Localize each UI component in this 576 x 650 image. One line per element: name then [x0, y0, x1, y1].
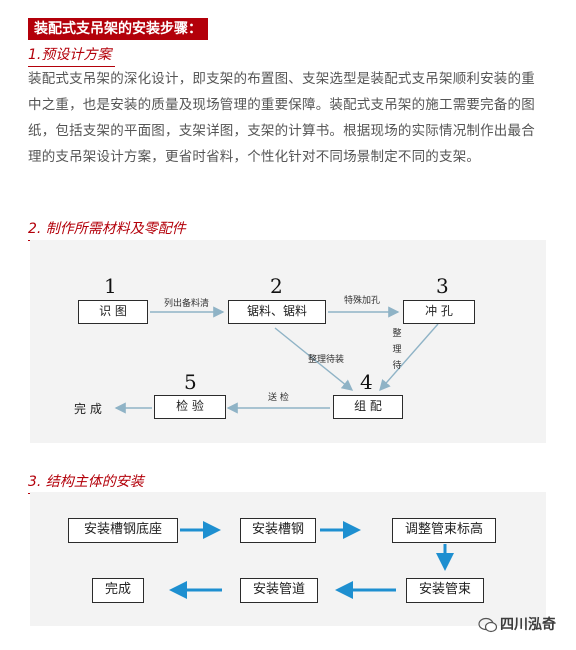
install-step-bundle: 安装管束	[406, 578, 484, 603]
edge-label-1-2: 列出备料清	[164, 299, 210, 309]
edge-label-2-4: 整理待装	[308, 355, 345, 365]
step-label-4: 组 配	[354, 399, 382, 413]
end-label: 完 成	[74, 402, 102, 416]
section-1-paragraph: 装配式支吊架的深化设计，即支架的布置图、支架选型是装配式支吊架顺利安装的重中之重…	[28, 71, 535, 165]
install-step-done-label: 完成	[104, 582, 131, 597]
section-1-title: 1.预设计方案	[28, 44, 116, 67]
install-step-done: 完成	[92, 578, 144, 603]
step-number-3: 3	[436, 274, 449, 298]
watermark-text: 四川泓奇	[500, 617, 556, 633]
step-label-5: 检 验	[176, 399, 204, 413]
install-step-base-label: 安装槽钢底座	[83, 522, 162, 537]
edge-label-4-5: 送 检	[268, 393, 289, 403]
install-step-bundle-label: 安装管束	[418, 582, 471, 597]
installation-flowchart: 安装槽钢底座 安装槽钢 调整管束标高 完成 安装管道 安装管束	[30, 492, 546, 626]
install-step-base: 安装槽钢底座	[68, 518, 178, 543]
step-box-5: 检 验	[154, 395, 226, 419]
step-label-2: 锯料、锯料	[246, 304, 307, 318]
install-step-pipe: 安装管道	[240, 578, 318, 603]
steps-banner: 装配式支吊架的安装步骤：	[28, 18, 208, 40]
fabrication-flowchart: 1 识 图 2 锯料、锯料 3 冲 孔 4 组 配 5 检 验 完 成 列出备料…	[30, 240, 546, 443]
install-step-adjust-height: 调整管束标高	[392, 518, 496, 543]
step-label-1: 识 图	[99, 304, 127, 318]
step-box-2: 锯料、锯料	[228, 300, 326, 324]
section-3-title: 3. 结构主体的安装	[28, 471, 148, 494]
install-step-channel: 安装槽钢	[240, 518, 316, 543]
section-2-title: 2. 制作所需材料及零配件	[28, 218, 190, 241]
install-step-pipe-label: 安装管道	[252, 582, 305, 597]
step-number-2: 2	[270, 274, 283, 298]
edge-label-3-4: 整理待	[392, 329, 402, 371]
installation-arrows	[169, 521, 454, 599]
fabrication-arrows	[114, 306, 439, 414]
edge-label-2-3: 特殊加孔	[344, 296, 381, 306]
step-number-5: 5	[184, 370, 197, 394]
step-number-4: 4	[360, 370, 373, 394]
step-label-3: 冲 孔	[425, 304, 453, 318]
install-step-channel-label: 安装槽钢	[251, 522, 304, 537]
step-box-1: 识 图	[78, 300, 148, 324]
step-box-4: 组 配	[333, 395, 403, 419]
install-step-adjust-height-label: 调整管束标高	[404, 522, 483, 537]
step-box-3: 冲 孔	[403, 300, 475, 324]
step-number-1: 1	[104, 274, 117, 298]
wechat-icon	[478, 617, 498, 633]
